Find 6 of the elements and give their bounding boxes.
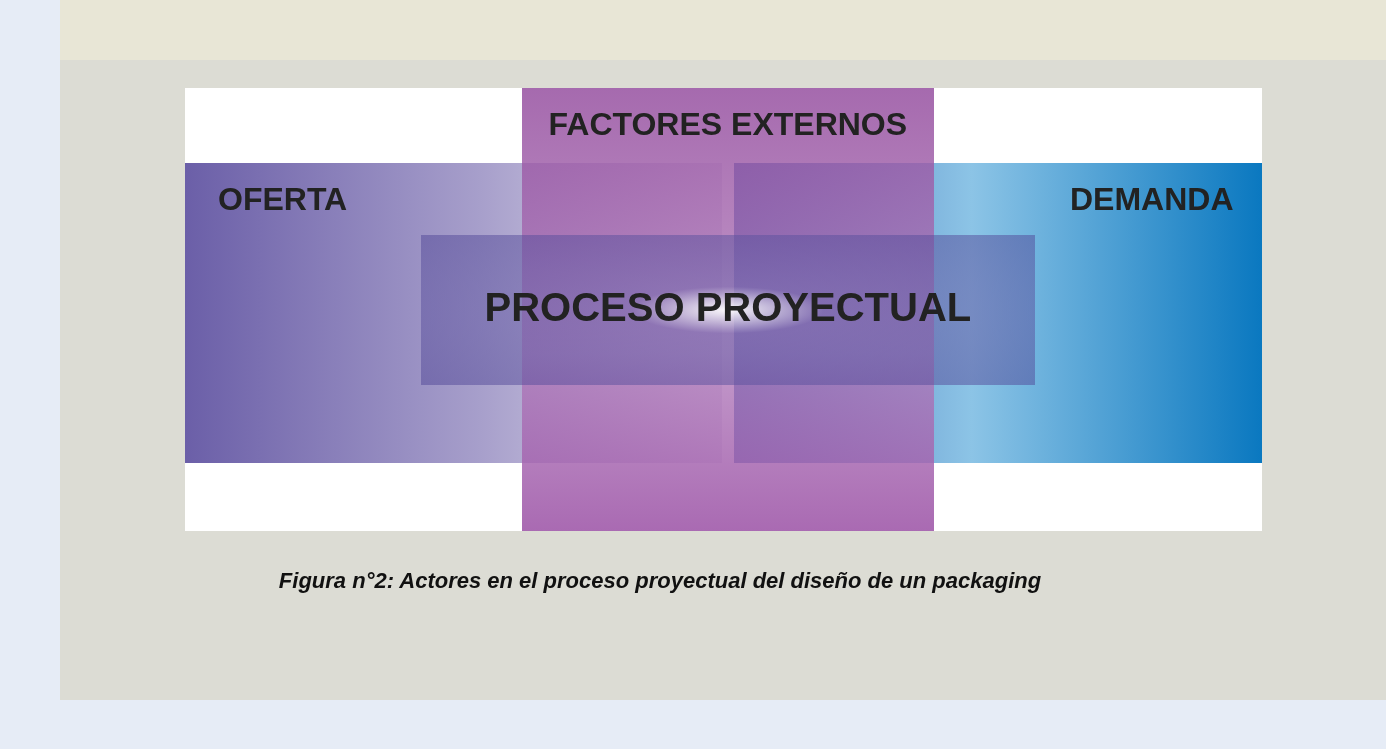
band-title: PROCESO PROYECTUAL: [484, 285, 972, 330]
band-title: OFERTA: [218, 181, 348, 218]
band-title: FACTORES EXTERNOS: [548, 106, 908, 143]
band-title: DEMANDA: [1070, 181, 1234, 218]
figure-caption: Figura n°2: Actores en el proceso proyectual del diseño de un packaging: [277, 568, 1043, 594]
design-process-band: [421, 235, 1035, 385]
